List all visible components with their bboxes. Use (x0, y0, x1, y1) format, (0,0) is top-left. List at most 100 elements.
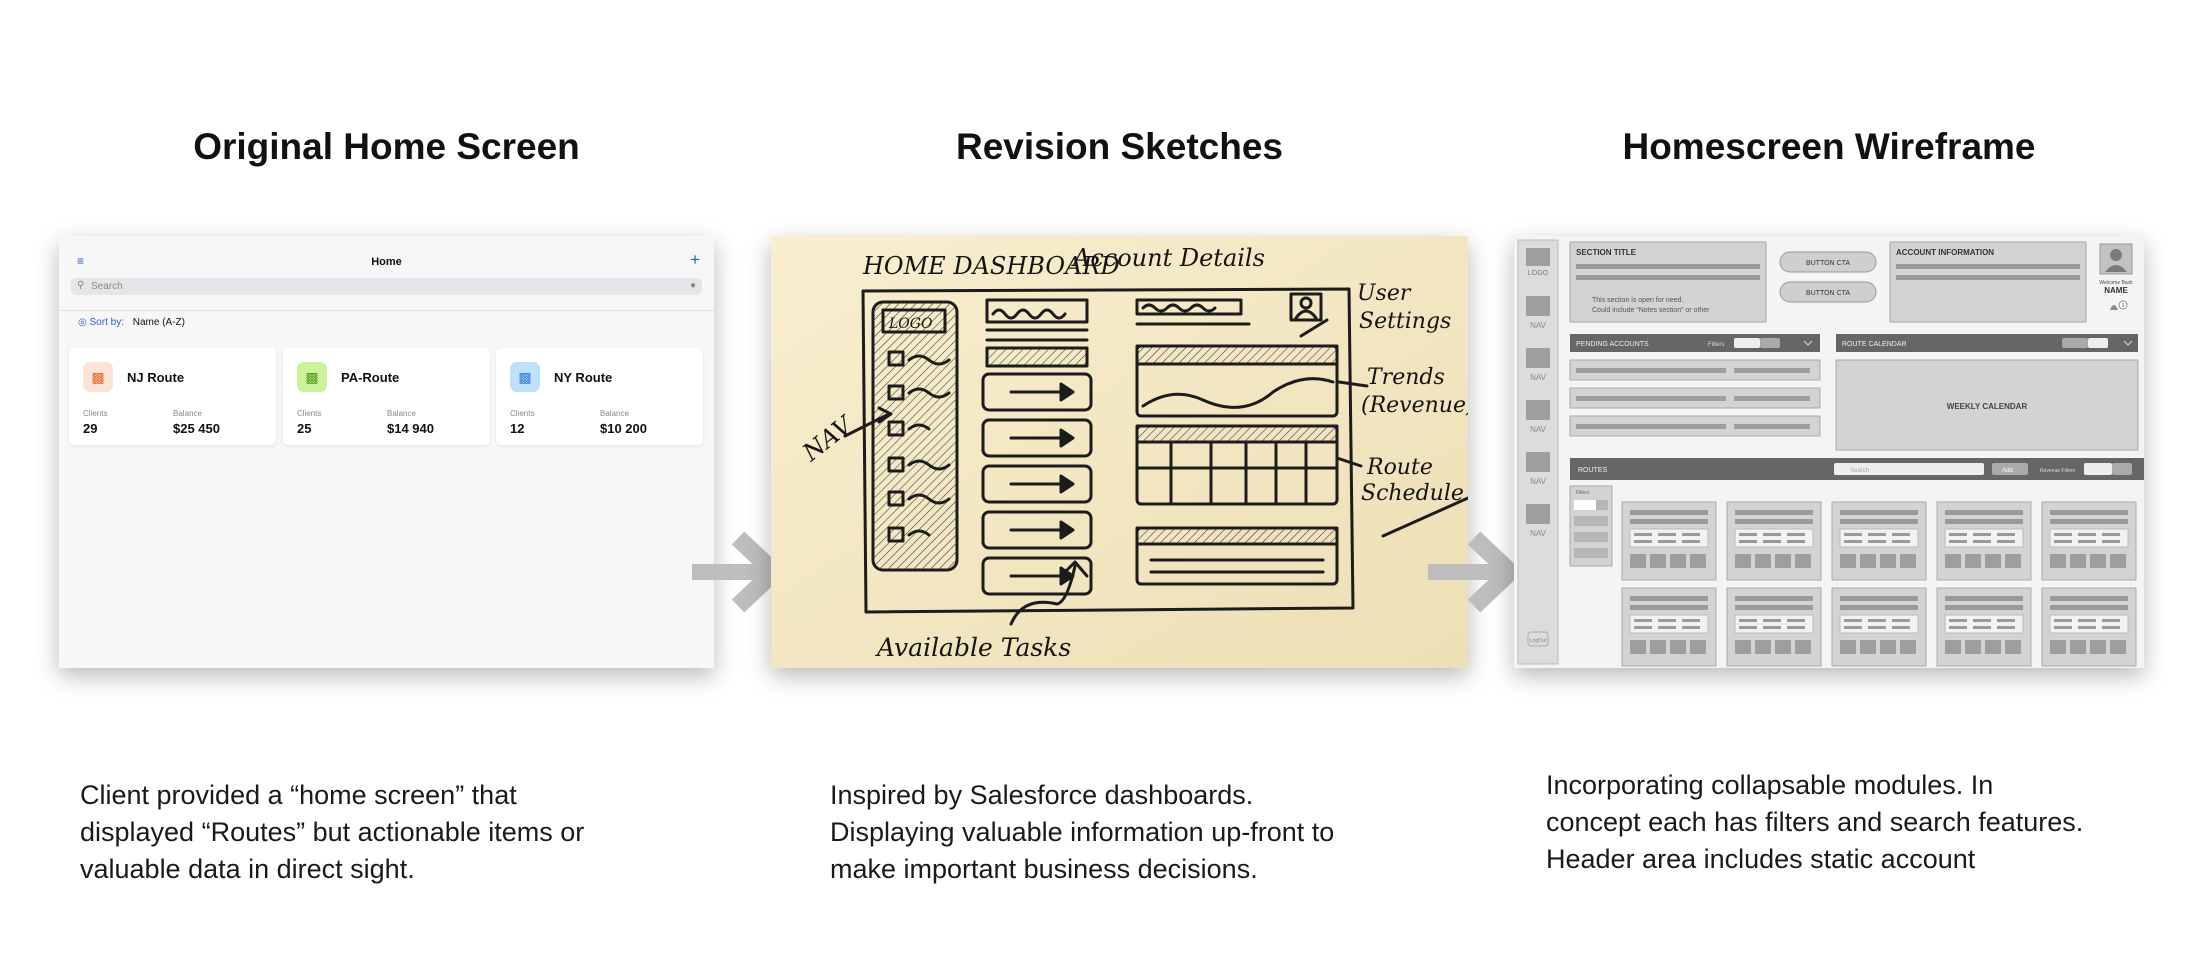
wf-nav-2[interactable]: NAV (1530, 373, 1547, 382)
menu-icon[interactable]: ≡ (77, 254, 85, 268)
wf-account-info: ACCOUNT INFORMATION (1896, 248, 1994, 257)
wf-logo: LOGO (1528, 270, 1549, 277)
wf-image-icon (1965, 554, 1981, 568)
wf-image-icon (2090, 554, 2106, 568)
wf-image-icon (1945, 640, 1961, 654)
sketch-label-route: Route (1366, 455, 1433, 480)
wf-card-line (1682, 533, 1700, 536)
wf-image-icon (1630, 640, 1646, 654)
wf-image-icon (1755, 640, 1771, 654)
wf-card-line (1634, 626, 1652, 629)
route-card-ny[interactable]: ▩ NY Route Clients Balance 12 $10 200 (496, 348, 703, 445)
microphone-icon[interactable]: ● (689, 280, 696, 291)
caption-original: Client provided a “home screen” that dis… (80, 777, 700, 888)
wf-card-line (1945, 510, 2023, 515)
wf-search[interactable]: Search (1850, 468, 1869, 474)
wf-button-cta-1[interactable]: BUTTON CTA (1806, 260, 1850, 267)
wf-card-line (1658, 533, 1676, 536)
wf-nav-4[interactable]: NAV (1530, 477, 1547, 486)
route-card-pa[interactable]: ▩ PA-Route Clients Balance 25 $14 940 (283, 348, 490, 445)
wf-image-icon (2070, 640, 2086, 654)
wf-card-box (1944, 614, 2024, 634)
route-name: PA-Route (341, 370, 400, 385)
revision-sketches-title: Revision Sketches (956, 126, 1283, 167)
wf-image-icon (1880, 640, 1896, 654)
wf-card-line (1868, 533, 1886, 536)
balance-value: $25 450 (173, 421, 220, 436)
wf-card-line (1658, 540, 1676, 543)
caption-line: displayed “Routes” but actionable items … (80, 817, 585, 847)
sort-label: Sort by: (89, 317, 124, 328)
wf-image-icon (1795, 640, 1811, 654)
wf-add[interactable]: Add (2002, 468, 2013, 474)
wf-nav-5[interactable]: NAV (1530, 529, 1547, 538)
wf-card-line (1739, 533, 1757, 536)
sketch-label-trends: Trends (1367, 365, 1445, 390)
revision-sketch-photo: HOME DASHBOARD Account Details LOGO User… (771, 236, 1468, 668)
wf-card-line (2054, 626, 2072, 629)
wf-image-icon (1840, 640, 1856, 654)
wf-card-line (1892, 533, 1910, 536)
sketch-label-settings: Settings (1359, 309, 1451, 334)
wf-card-line (2054, 540, 2072, 543)
wf-card-box (1839, 614, 1919, 634)
wf-image-icon (1650, 640, 1666, 654)
wf-card-line (1844, 626, 1862, 629)
wf-card-line (1892, 626, 1910, 629)
wf-card-line (1973, 533, 1991, 536)
wf-filters[interactable]: Filters (1708, 342, 1724, 348)
sketch-label-user: User (1357, 281, 1412, 306)
wf-card-line (2054, 533, 2072, 536)
wf-card-line (1949, 533, 1967, 536)
route-card-nj[interactable]: ▩ NJ Route Clients Balance 29 $25 450 (69, 348, 276, 445)
wf-image-icon (1775, 554, 1791, 568)
wf-card-line (1763, 619, 1781, 622)
wf-card-line (1945, 605, 2023, 610)
wf-card-line (2102, 533, 2120, 536)
wf-card-line (1630, 605, 1708, 610)
wf-card-line (1630, 596, 1708, 601)
sketch-label-revenue: (Revenue) (1361, 393, 1468, 418)
original-home-title: Original Home Screen (193, 126, 580, 167)
wf-card-line (1630, 519, 1708, 524)
search-input[interactable]: ⚲ Search ● (71, 278, 702, 295)
wf-nav-3[interactable]: NAV (1530, 425, 1547, 434)
search-placeholder: Search (91, 281, 123, 292)
wf-image-icon (1775, 640, 1791, 654)
wf-card-line (1868, 626, 1886, 629)
wf-image-icon (2050, 554, 2066, 568)
car-icon: ▩ (297, 362, 327, 392)
clients-label: Clients (83, 409, 108, 418)
home-title: Home (371, 256, 402, 268)
caption-line: Client provided a “home screen” that (80, 780, 517, 810)
wf-filters-small: Filters (1576, 490, 1590, 496)
wf-card-line (2078, 619, 2096, 622)
clients-value: 12 (510, 421, 525, 436)
wf-card-line (1763, 626, 1781, 629)
wf-card-line (1844, 540, 1862, 543)
balance-label: Balance (600, 409, 629, 418)
wf-image-icon (2050, 640, 2066, 654)
wf-image-icon (1755, 554, 1771, 568)
wf-card-line (1658, 619, 1676, 622)
wf-card-line (1735, 596, 1813, 601)
wf-card-line (2078, 626, 2096, 629)
wf-card-line (2054, 619, 2072, 622)
wf-card-line (1763, 533, 1781, 536)
wf-card-box (1839, 528, 1919, 548)
wf-image-icon (1795, 554, 1811, 568)
wf-card-box (1629, 528, 1709, 548)
wf-button-cta-2[interactable]: BUTTON CTA (1806, 290, 1850, 297)
plus-icon[interactable]: + (690, 250, 700, 269)
sort-control[interactable]: ◎ Sort by: Name (A-Z) (78, 317, 185, 328)
clients-label: Clients (297, 409, 322, 418)
wf-nav-1[interactable]: NAV (1530, 321, 1547, 330)
wf-logout[interactable]: LogOut (1530, 638, 1547, 644)
wf-card-line (1735, 605, 1813, 610)
wf-card-line (1787, 619, 1805, 622)
original-home-screenshot: ≡ Home + ⚲ Search ● ◎ Sort by: Name (A-Z… (59, 236, 714, 668)
homescreen-wireframe-title: Homescreen Wireframe (1622, 126, 2036, 167)
wf-card-line (1634, 533, 1652, 536)
wf-image-icon (1880, 554, 1896, 568)
wf-card-line (1868, 619, 1886, 622)
